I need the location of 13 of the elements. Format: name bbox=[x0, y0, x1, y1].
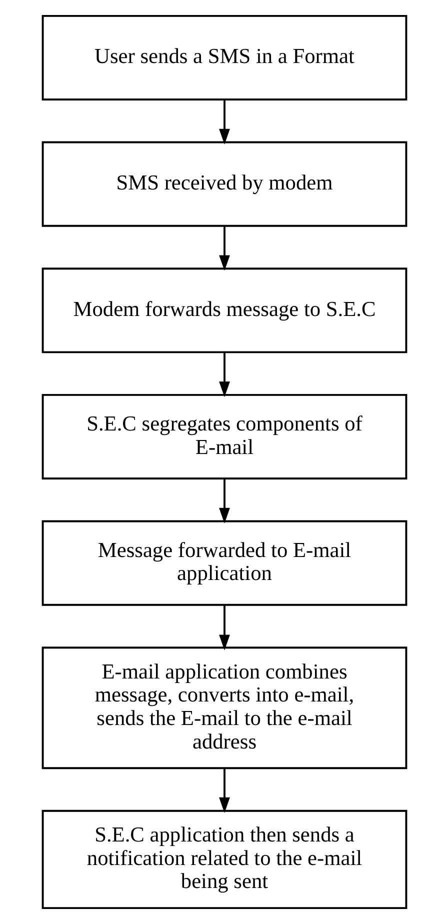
node-box: SMS received by modem bbox=[41, 141, 407, 227]
arrow bbox=[218, 226, 230, 271]
node-box: S.E.C segregates components of E-mail bbox=[41, 394, 407, 480]
arrow bbox=[218, 478, 230, 524]
node-box: Modem forwards message to S.E.C bbox=[41, 268, 407, 354]
arrow bbox=[218, 605, 230, 650]
arrow bbox=[218, 352, 230, 398]
node-box: S.E.C application then sends a notification related to the e-mail being sent bbox=[41, 810, 407, 910]
node-box: E-mail application combines message, converts into e-mail, sends the E-mail to the e-mail address bbox=[41, 646, 407, 770]
node-box: User sends a SMS in a Format bbox=[41, 14, 407, 100]
arrow bbox=[218, 100, 230, 144]
arrow bbox=[218, 768, 230, 813]
node-box: Message forwarded to E-mail application bbox=[41, 520, 407, 606]
